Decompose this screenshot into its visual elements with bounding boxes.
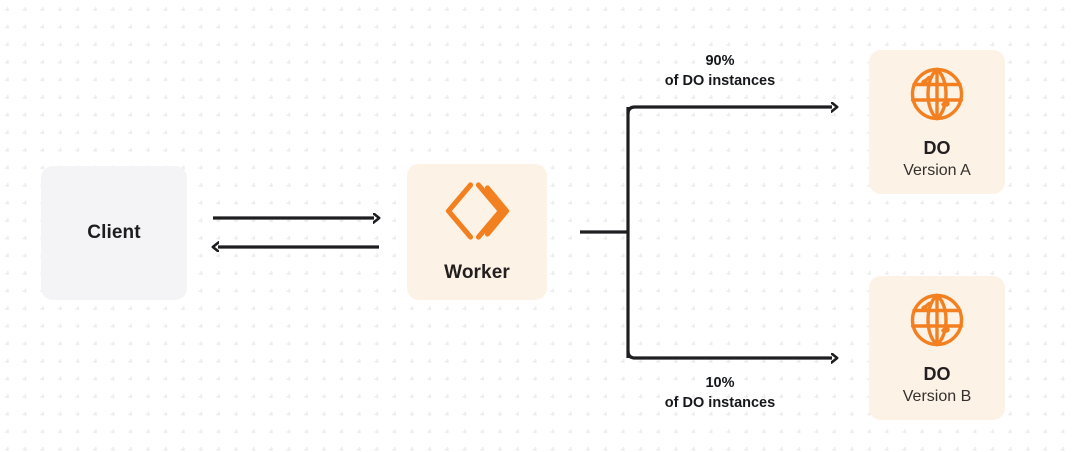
edge-label-do-b-line2: of DO instances — [664, 394, 776, 411]
node-do-version-b[interactable]: DO Version B — [869, 276, 1005, 420]
node-do-a-label: DO — [923, 137, 951, 158]
node-do-b-version: Version B — [902, 387, 972, 405]
globe-icon — [907, 64, 967, 124]
node-do-b-label: DO — [923, 363, 951, 384]
node-worker[interactable]: Worker — [407, 164, 547, 300]
edge-label-do-a-line2: of DO instances — [664, 72, 776, 89]
edge-worker-split-stub — [580, 107, 630, 358]
node-do-a-version: Version A — [903, 161, 971, 179]
edge-label-do-b: 10% of DO instances — [615, 374, 825, 413]
node-worker-label: Worker — [444, 262, 510, 283]
node-client[interactable]: Client — [41, 166, 187, 300]
node-do-version-a[interactable]: DO Version A — [869, 50, 1005, 194]
edge-label-do-a-line1: 90% — [705, 53, 735, 69]
edge-label-do-a: 90% of DO instances — [615, 52, 825, 91]
globe-icon — [907, 290, 967, 350]
cloudflare-workers-icon — [442, 180, 512, 242]
edge-worker-to-do-a — [626, 107, 832, 115]
edge-worker-to-do-b — [626, 350, 832, 358]
edge-label-do-b-line1: 10% — [705, 375, 735, 391]
node-client-label: Client — [87, 222, 141, 243]
